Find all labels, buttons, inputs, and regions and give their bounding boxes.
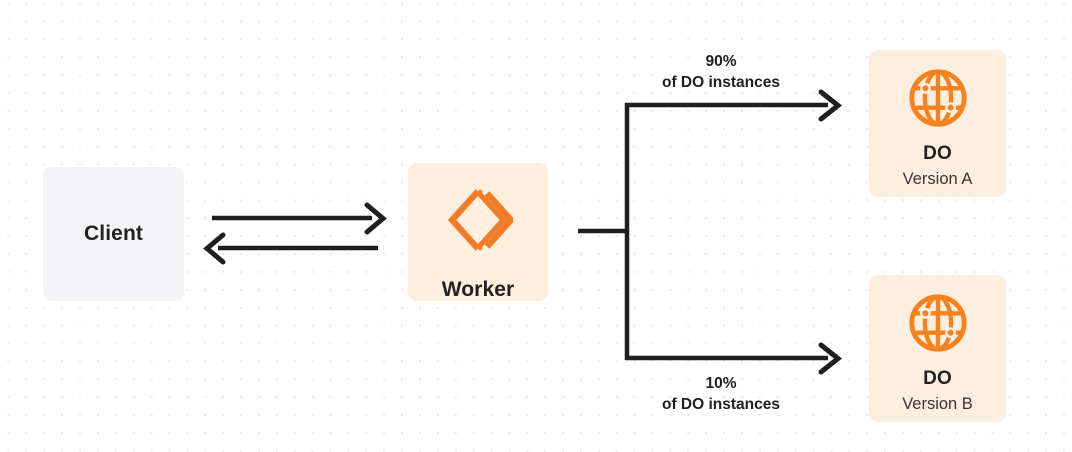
- edge-label-do-a: 90% of DO instances: [621, 52, 821, 94]
- node-do-a-sublabel: Version A: [902, 169, 973, 188]
- response-arrow: [203, 232, 378, 265]
- node-worker: Worker: [408, 163, 548, 301]
- cloudflare-workers-icon: [443, 185, 516, 255]
- node-do-b-label: DO: [923, 368, 952, 389]
- edge-label-do-b-caption: of DO instances: [662, 395, 780, 413]
- edge-label-do-b-percent: 10%: [705, 375, 737, 392]
- edge-label-do-a-percent: 90%: [705, 53, 737, 70]
- branch-arrow-do-b: [625, 342, 843, 375]
- request-arrow: [212, 202, 387, 235]
- globe-icon: [907, 67, 969, 129]
- node-worker-label: Worker: [441, 278, 515, 301]
- node-client: Client: [43, 167, 184, 301]
- branch-arrow-do-a: [625, 89, 843, 122]
- node-do-version-b: DO Version B: [869, 275, 1006, 422]
- edge-label-do-a-caption: of DO instances: [662, 73, 780, 91]
- node-client-label: Client: [84, 222, 143, 246]
- node-do-version-a: DO Version A: [869, 50, 1006, 197]
- node-do-b-sublabel: Version B: [902, 394, 973, 413]
- globe-icon: [907, 292, 969, 354]
- node-do-a-label: DO: [923, 143, 952, 164]
- edge-label-do-b: 10% of DO instances: [621, 374, 821, 416]
